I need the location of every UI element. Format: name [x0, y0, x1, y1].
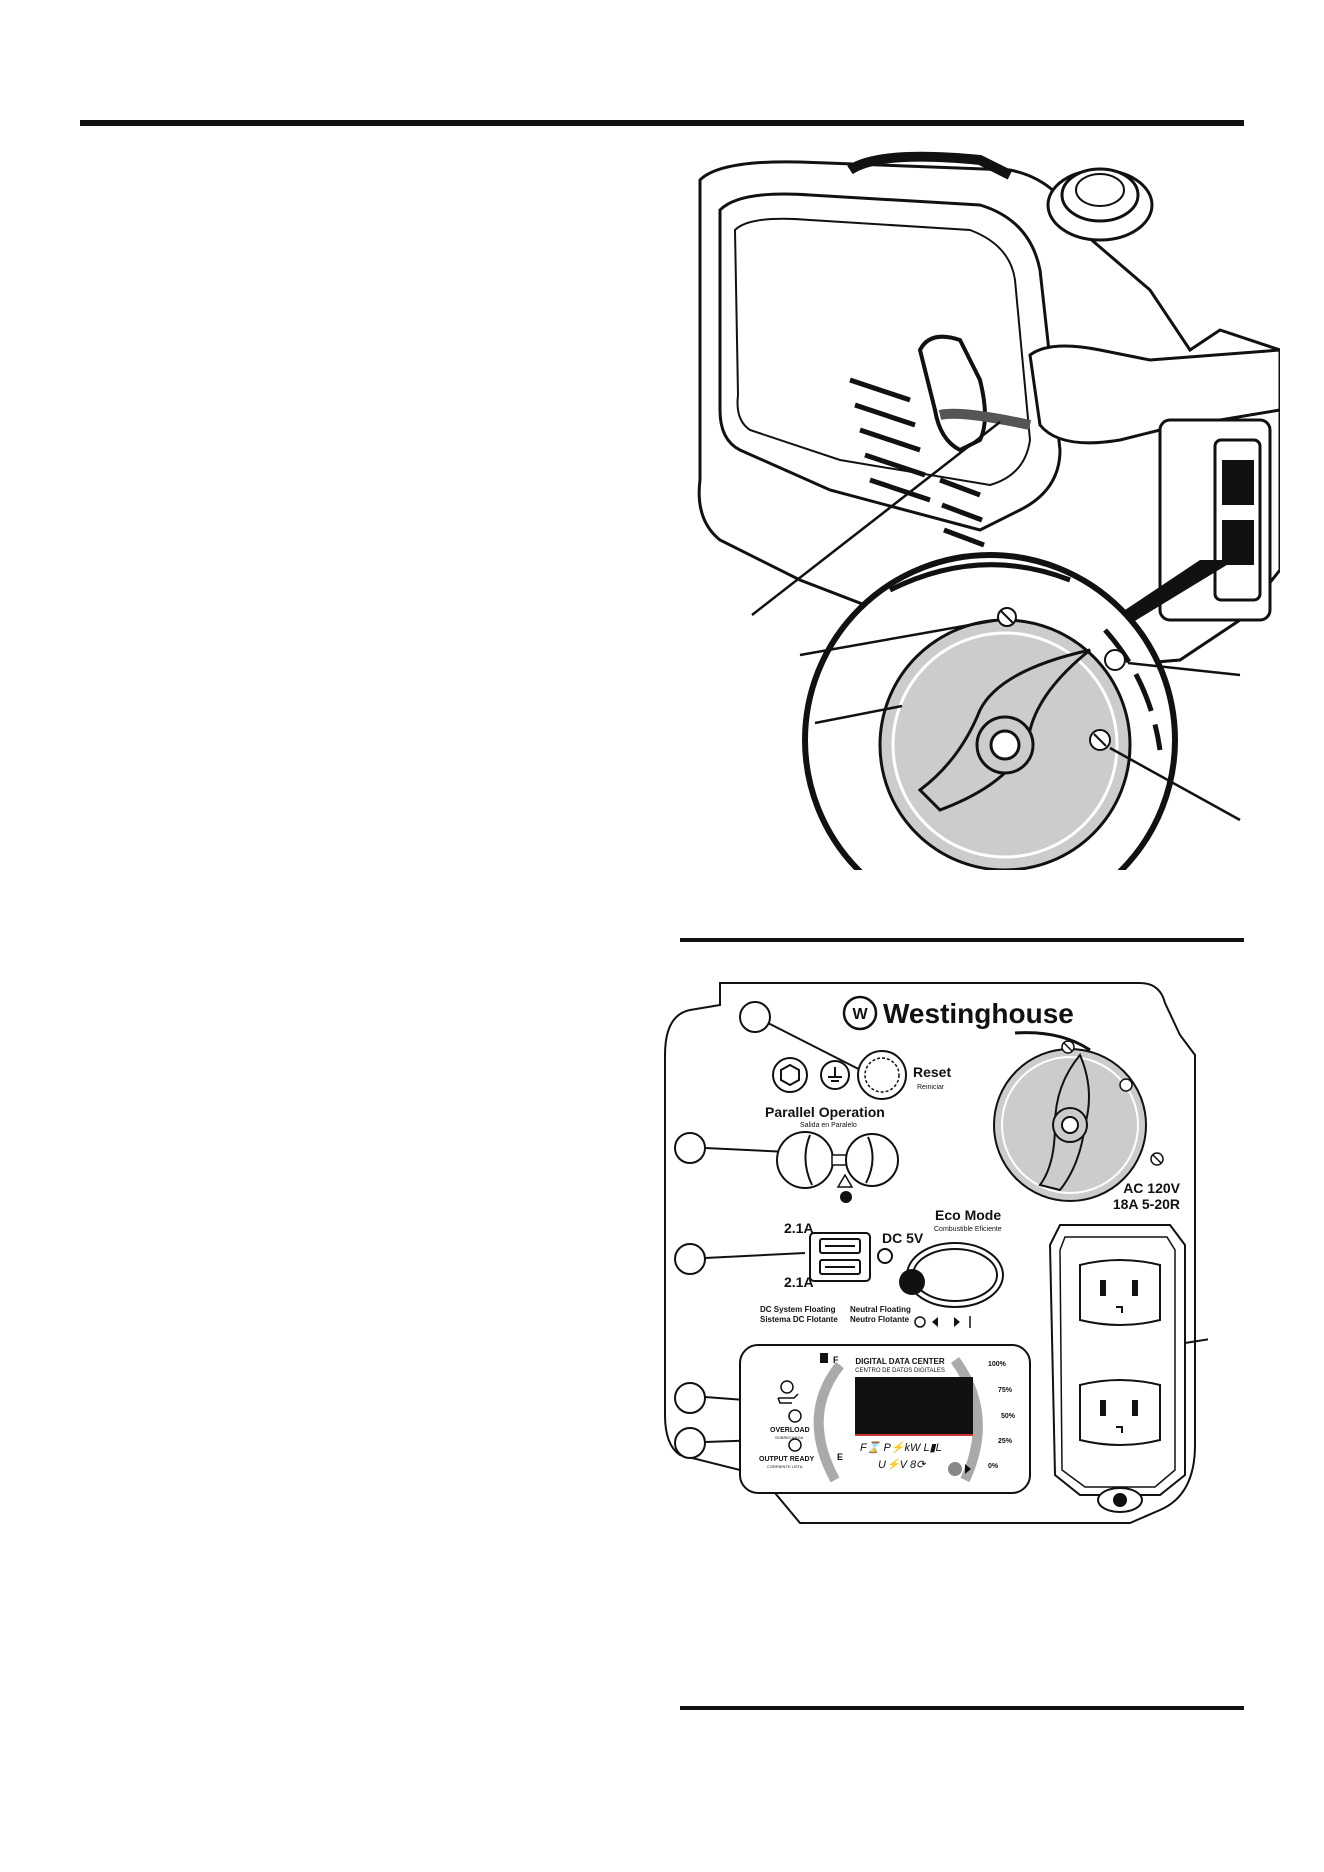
neutral-floating-line2: Neutro Flotante [850, 1315, 910, 1324]
mode-button[interactable] [948, 1462, 962, 1476]
choke-dial[interactable] [993, 1031, 1147, 1202]
warning-icon [836, 1173, 854, 1203]
westinghouse-logo-icon: W [842, 995, 878, 1031]
callout-3 [674, 1243, 806, 1275]
svg-text:W: W [852, 1006, 868, 1023]
ac-outlet-top[interactable] [1079, 1259, 1161, 1326]
ground-screw-icon [1097, 1487, 1143, 1513]
choke-position-icon [1119, 1078, 1133, 1092]
parallel-sub: Salida en Paralelo [800, 1122, 857, 1129]
dc-floating-line2: Sistema DC Flotante [760, 1315, 838, 1324]
output-ready-label: OUTPUT READY [759, 1456, 815, 1463]
side-vents [849, 377, 985, 548]
dc-5v-label: DC 5V [882, 1230, 924, 1246]
fuel-cap [1046, 167, 1154, 242]
reset-button[interactable] [857, 1050, 907, 1100]
ddc-sub: CENTRO DE DATOS DIGITALES [855, 1368, 945, 1374]
load-tick-100: 100% [988, 1361, 1007, 1368]
overload-sub: SOBRECARGA [775, 1435, 804, 1440]
recoil-cord [938, 408, 1032, 430]
usb-ports[interactable] [809, 1232, 871, 1282]
load-tick-25: 25% [998, 1438, 1013, 1445]
neutral-floating-line1: Neutral Floating [850, 1305, 911, 1314]
load-gauge-arc [950, 1357, 983, 1483]
load-tick-0: 0% [988, 1463, 999, 1470]
ddc-title: DIGITAL DATA CENTER [855, 1357, 945, 1366]
fuel-full: F [833, 1355, 839, 1365]
eco-mode-switch[interactable] [906, 1242, 1004, 1308]
usb-top-rating: 2.1A [784, 1220, 814, 1236]
magnified-choke-dial [802, 552, 1178, 870]
ac-rating-line2: 18A 5-20R [1113, 1196, 1180, 1212]
output-ready-indicator [788, 1438, 802, 1452]
dc-indicator-icon [877, 1248, 893, 1264]
dial-callout-lines [799, 618, 1241, 822]
load-tick-50: 50% [1001, 1413, 1016, 1420]
section-rule [680, 938, 1244, 942]
callout-2 [674, 1132, 811, 1164]
mode-row-2: U⚡V 8⟳ [878, 1458, 927, 1471]
brand-name: Westinghouse [883, 998, 1074, 1029]
run-position-icon [1150, 1152, 1164, 1166]
parallel-port-left[interactable] [776, 1131, 834, 1189]
ac-rating-line1: AC 120V [1123, 1180, 1180, 1196]
ac-outlet-bottom[interactable] [1079, 1379, 1161, 1446]
load-tick-75: 75% [998, 1387, 1013, 1394]
ground-terminal-icon [820, 1060, 850, 1090]
digital-data-center: DIGITAL DATA CENTER CENTRO DE DATOS DIGI… [739, 1344, 1031, 1494]
fuel-icon [820, 1353, 828, 1363]
off-position-icon [1061, 1040, 1075, 1054]
recoil-callout-line [751, 421, 1001, 616]
parallel-port-right[interactable] [845, 1133, 899, 1187]
parallel-label: Parallel Operation [765, 1104, 885, 1120]
generator-choke-figure [697, 151, 1280, 870]
fuel-empty: E [837, 1452, 843, 1462]
overload-label: OVERLOAD [770, 1427, 810, 1434]
lcd-display [855, 1377, 973, 1435]
eco-indicator-dot [899, 1269, 925, 1295]
eco-label: Eco Mode [935, 1207, 1001, 1223]
reset-label: Reset [913, 1064, 951, 1080]
bottom-rule [680, 1706, 1244, 1710]
screw-terminal-icon [772, 1057, 808, 1093]
overload-indicator [788, 1409, 802, 1423]
dc-floating-line1: DC System Floating [760, 1305, 836, 1314]
top-rule [80, 120, 1244, 126]
control-panel-figure: W Westinghouse Reset Reiniciar Parallel … [664, 982, 1208, 1524]
usb-bottom-rating: 2.1A [784, 1274, 814, 1290]
carry-handle [847, 151, 1013, 180]
fuel-gauge-arc [813, 1361, 844, 1483]
oil-indicator [780, 1380, 794, 1394]
choke-symbol-icon [1104, 649, 1126, 671]
eco-position-icons [914, 1316, 971, 1328]
output-ready-sub: CORRIENTE LISTA [767, 1464, 803, 1469]
mode-row-1: F⌛ P⚡kW L▮L [860, 1441, 942, 1454]
reset-sub: Reiniciar [917, 1084, 945, 1091]
eco-sub: Combustible Eficiente [934, 1226, 1002, 1233]
oil-can-icon [777, 1393, 799, 1404]
